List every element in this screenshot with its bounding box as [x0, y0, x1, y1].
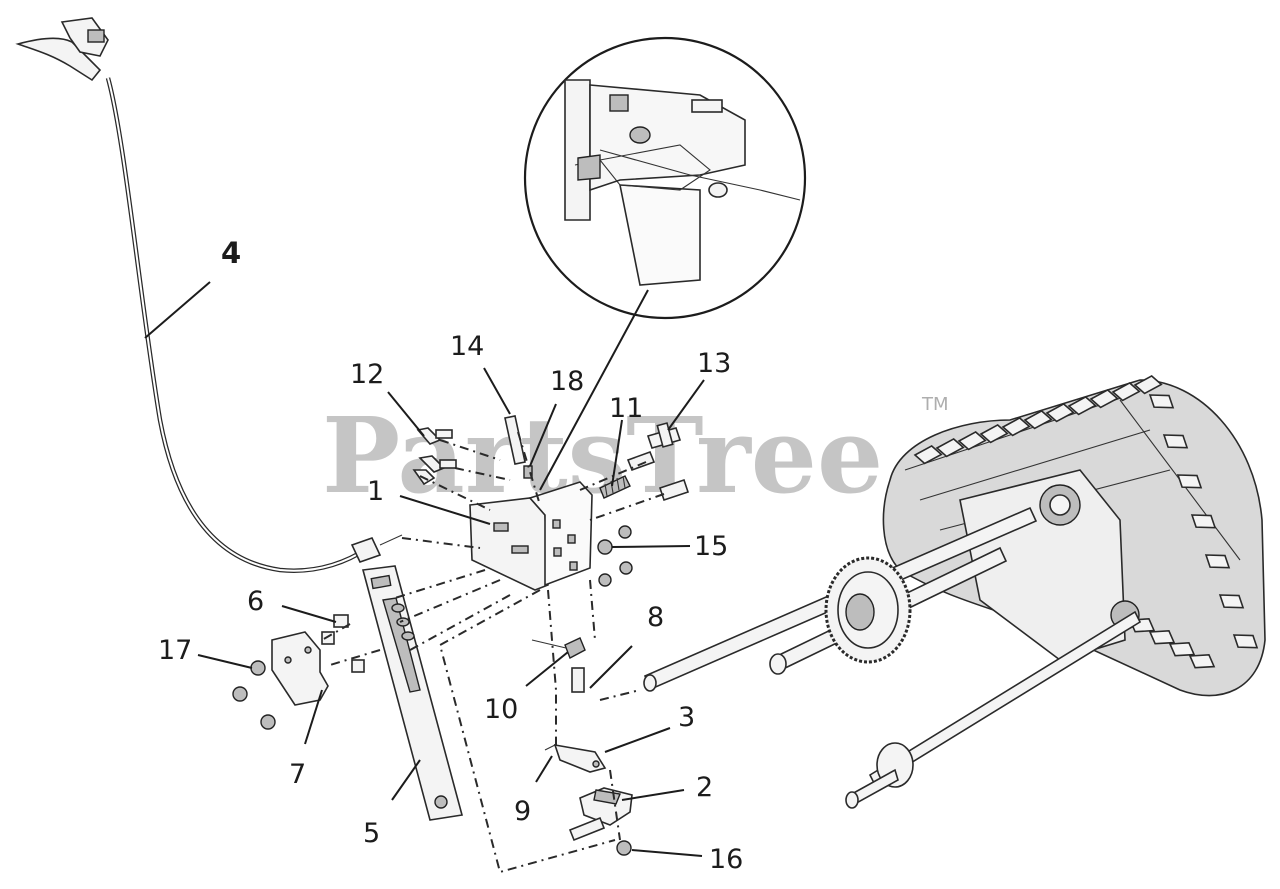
callout-10: 10	[484, 694, 518, 725]
callout-5: 5	[363, 818, 380, 849]
spring-11	[599, 475, 631, 499]
tread-block	[1111, 381, 1141, 402]
callout-18: 18	[550, 366, 584, 397]
tread-block	[1089, 388, 1119, 409]
nut-17	[232, 660, 276, 730]
track-side-plate	[959, 469, 1126, 661]
pin-9	[544, 744, 556, 751]
callout-12: 12	[350, 359, 384, 390]
tread-block	[1023, 409, 1053, 430]
callout-6: 6	[247, 586, 264, 617]
tread-block	[913, 444, 943, 465]
tread-block	[979, 423, 1009, 444]
tread-block	[1148, 630, 1176, 645]
tread-block	[1045, 402, 1075, 423]
track-drive-assembly	[643, 374, 1266, 809]
tread-block	[1148, 394, 1175, 409]
detail-inset	[523, 36, 807, 320]
tread-block	[1067, 395, 1097, 416]
tread-block	[1204, 554, 1231, 569]
pin-8	[571, 667, 585, 693]
pin-14	[504, 415, 526, 465]
callout-16: 16	[709, 844, 743, 875]
shift-lever	[361, 565, 464, 821]
callout-leaders	[144, 281, 705, 857]
tread-block	[1162, 434, 1189, 449]
callout-14: 14	[450, 331, 484, 362]
callout-8: 8	[647, 602, 664, 633]
tread-block	[1176, 474, 1203, 489]
callout-15: 15	[694, 531, 728, 562]
watermark-text: PartsTree	[322, 394, 883, 517]
control-cable	[15, 17, 403, 573]
callout-13: 13	[697, 348, 731, 379]
nut-16	[616, 840, 632, 856]
tread-block	[1133, 374, 1163, 395]
hardware	[232, 415, 690, 856]
callout-1: 1	[367, 476, 384, 507]
mount-bracket	[469, 481, 593, 591]
callout-9: 9	[514, 796, 531, 827]
spring-10	[564, 637, 586, 659]
callout-labels: 4 1 12 14 18 11 13 15 6 17 7 5 8 10 3 9 …	[158, 236, 743, 875]
nut-15	[597, 525, 633, 587]
tread-block	[957, 430, 987, 451]
watermark-trademark: TM	[921, 394, 949, 415]
inset-leader	[539, 289, 649, 491]
tread-block	[1232, 634, 1259, 649]
callout-7: 7	[289, 759, 306, 790]
callout-2: 2	[696, 772, 713, 803]
tread-block	[1001, 416, 1031, 437]
bolt-13	[626, 422, 690, 502]
tread-block	[1168, 642, 1196, 657]
sprocket-gear	[824, 556, 912, 664]
callout-11: 11	[609, 393, 643, 424]
bracket-3	[553, 743, 607, 773]
tread-block	[935, 437, 965, 458]
callout-3: 3	[678, 702, 695, 733]
cable-plate	[271, 631, 329, 706]
tread-block	[1190, 514, 1217, 529]
callout-17: 17	[158, 635, 192, 666]
tread-block	[1218, 594, 1245, 609]
callout-4: 4	[221, 236, 241, 270]
tread-block	[1188, 654, 1216, 669]
